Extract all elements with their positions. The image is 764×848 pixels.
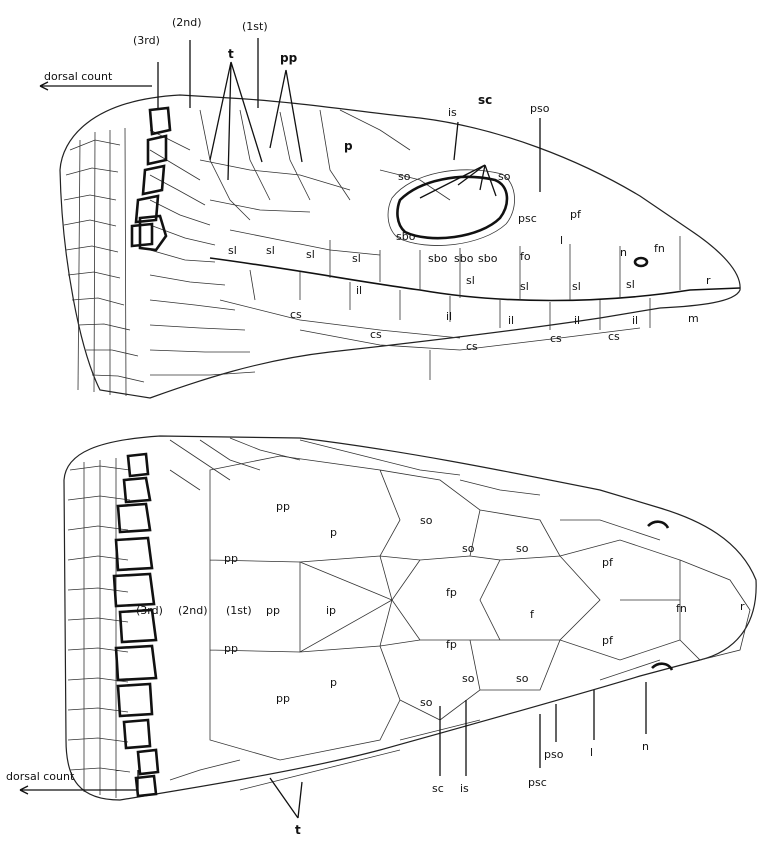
lateral-scale-n: n: [620, 246, 627, 259]
dorsal-nostril-upper: [648, 522, 668, 528]
dorsal-scale-pf-1: pf: [602, 556, 614, 569]
lateral-scale-cs-4: cs: [550, 332, 562, 345]
dorsal-label-is: is: [460, 782, 469, 795]
dorsal-label-dorsal-count: dorsal count: [6, 770, 75, 783]
dorsal-scale-pp-2: pp: [224, 552, 238, 565]
dorsal-label-l: l: [590, 746, 593, 759]
lateral-label-dorsal-count: dorsal count: [44, 70, 113, 83]
lateral-label-third: (3rd): [133, 34, 160, 47]
lateral-head-view: (3rd) (2nd) (1st) dorsal count t pp is s…: [40, 16, 740, 398]
dorsal-scale-so-3: so: [516, 542, 529, 555]
lateral-scale-l: l: [560, 234, 563, 247]
dorsal-scale-fp-1: fp: [446, 586, 457, 599]
dorsal-shield-scales: [210, 456, 750, 760]
dorsal-count-scales: [114, 454, 158, 796]
lateral-scale-sbo-2: sbo: [428, 252, 448, 265]
lateral-scale-sl-3: sl: [306, 248, 315, 261]
lateral-mouth-line: [210, 258, 740, 301]
lateral-nostril: [635, 258, 647, 266]
dorsal-scale-so-4: so: [462, 672, 475, 685]
lateral-scale-sl-6: sl: [520, 280, 529, 293]
lateral-scale-r: r: [706, 274, 711, 287]
lateral-scale-il-3: il: [508, 314, 514, 327]
dorsal-scale-r: r: [740, 600, 745, 613]
dorsal-head-outline: [64, 436, 756, 800]
lateral-scale-sl-2: sl: [266, 244, 275, 257]
dorsal-label-third: (3rd): [136, 604, 163, 617]
lateral-label-second: (2nd): [172, 16, 202, 29]
dorsal-scale-p-1: p: [330, 526, 337, 539]
lateral-scale-sbo-3: sbo: [454, 252, 474, 265]
dorsal-label-t: t: [295, 823, 301, 837]
dorsal-label-psc: psc: [528, 776, 547, 789]
lateral-scale-sbo-4: sbo: [478, 252, 498, 265]
lateral-scale-cs-3: cs: [466, 340, 478, 353]
dorsal-label-n: n: [642, 740, 649, 753]
lateral-scale-psc: psc: [518, 212, 537, 225]
lateral-head-outline: [60, 95, 740, 398]
lateral-scale-il-4: il: [574, 314, 580, 327]
dorsal-label-first: (1st): [226, 604, 252, 617]
lateral-scale-sbo-1: sbo: [396, 230, 416, 243]
lateral-scale-il-5: il: [632, 314, 638, 327]
lateral-scale-m: m: [688, 312, 699, 325]
lateral-scale-so-2: so: [498, 170, 511, 183]
lateral-scale-sl-1: sl: [228, 244, 237, 257]
dorsal-scale-pp-4: pp: [224, 642, 238, 655]
lateral-scale-pf: pf: [570, 208, 582, 221]
lateral-scale-fn: fn: [654, 242, 665, 255]
dorsal-scale-so-1: so: [420, 514, 433, 527]
lateral-scale-sl-4: sl: [352, 252, 361, 265]
dorsal-label-second: (2nd): [178, 604, 208, 617]
lateral-label-first: (1st): [242, 20, 268, 33]
lateral-scale-il-2: il: [446, 310, 452, 323]
lateral-label-pp: pp: [280, 51, 298, 65]
dorsal-scale-so-5: so: [516, 672, 529, 685]
dorsal-head-view: pp pp pp pp pp (1st) (2nd) (3rd) p p ip …: [6, 436, 756, 837]
dorsal-scale-pp-5: pp: [276, 692, 290, 705]
lateral-label-t: t: [228, 47, 234, 61]
lateral-eye: [397, 177, 507, 238]
dorsal-label-pso: pso: [544, 748, 564, 761]
lateral-scale-fo: fo: [520, 250, 531, 263]
lateral-scale-sl-5: sl: [466, 274, 475, 287]
lateral-scale-il-1: il: [356, 284, 362, 297]
dorsal-scale-so-2: so: [462, 542, 475, 555]
dorsal-neck-scales: [68, 438, 540, 798]
lateral-scale-so-1: so: [398, 170, 411, 183]
lateral-scale-cs-2: cs: [370, 328, 382, 341]
dorsal-scale-pp-1: pp: [276, 500, 290, 513]
dorsal-scale-pp-3: pp: [266, 604, 280, 617]
dorsal-scale-p-2: p: [330, 676, 337, 689]
lateral-scale-cs-5: cs: [608, 330, 620, 343]
lateral-dorsal-count-scales: [132, 108, 170, 250]
dorsal-scale-pf-2: pf: [602, 634, 614, 647]
lateral-label-is: is: [448, 106, 457, 119]
lateral-label-sc: sc: [478, 93, 492, 107]
lateral-scale-sl-7: sl: [572, 280, 581, 293]
lateral-scale-cs-1: cs: [290, 308, 302, 321]
dorsal-scale-ip: ip: [326, 604, 336, 617]
dorsal-scale-so-6: so: [420, 696, 433, 709]
dorsal-label-sc: sc: [432, 782, 444, 795]
lateral-scale-sl-8: sl: [626, 278, 635, 291]
dorsal-scale-fp-2: fp: [446, 638, 457, 651]
lateral-scale-p: p: [344, 139, 353, 153]
dorsal-nostril-lower: [652, 664, 672, 670]
lateral-label-pso: pso: [530, 102, 550, 115]
dorsal-scale-fn: fn: [676, 602, 687, 615]
dorsal-scale-f: f: [530, 608, 535, 621]
